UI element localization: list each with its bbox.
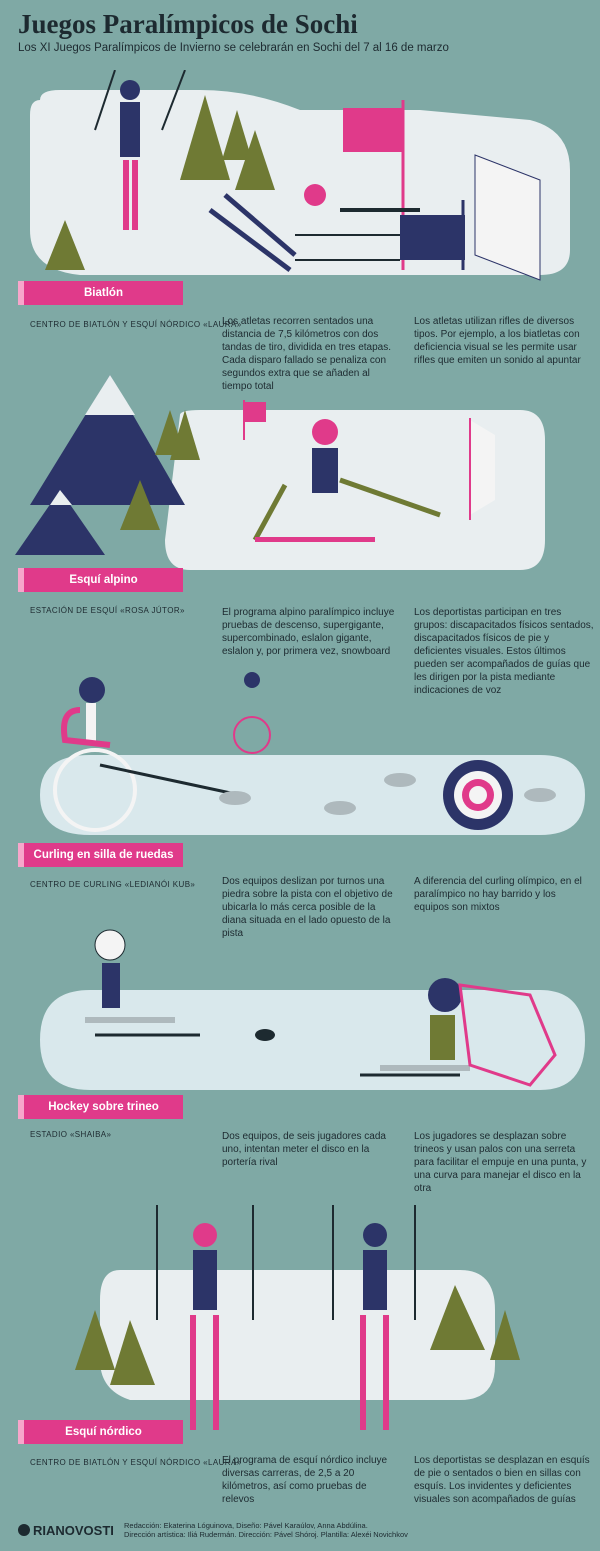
venue-wheelchair-curling: Centro de curling «Ledianói Kub» xyxy=(30,880,196,889)
page-title: Juegos Paralímpicos de Sochi xyxy=(18,9,358,39)
section-label-alpine-skiing: Esquí alpino xyxy=(18,568,183,592)
venue-biathlon: Centro de biatlón y esquí nórdico «Laura… xyxy=(30,320,242,329)
page-subtitle: Los XI Juegos Paralímpicos de Invierno s… xyxy=(18,42,449,54)
section-wheelchair-curling: Curling en silla de ruedas Centro de cur… xyxy=(0,665,600,965)
text-cross-country-skiing-1: El programa de esquí nórdico incluye div… xyxy=(222,1455,388,1505)
text-alpine-skiing-1: El programa alpino paralímpico incluye p… xyxy=(222,607,395,657)
section-label-biathlon: Biatlón xyxy=(18,281,183,305)
section-alpine-skiing: Esquí alpino Estación de esquí «Rosa Jút… xyxy=(0,370,600,696)
section-sledge-hockey: Hockey sobre trineo Estadio «Shaiba» Dos… xyxy=(0,925,600,1225)
venue-cross-country-skiing: Centro de biatlón y esquí nórdico «Laura… xyxy=(30,1458,242,1467)
section-cross-country-skiing: Esquí nórdico Centro de biatlón y esquí … xyxy=(0,1200,600,1510)
section-label-cross-country-skiing: Esquí nórdico xyxy=(18,1420,183,1444)
biathlon-illustration xyxy=(30,70,570,281)
section-label-sledge-hockey: Hockey sobre trineo xyxy=(18,1095,183,1119)
section-biathlon: Biatlón Centro de biatlón y esquí nórdic… xyxy=(0,70,600,392)
text-sledge-hockey-2: Los jugadores se desplazan sobre trineos… xyxy=(414,1131,587,1194)
text-alpine-skiing-2: Los deportistas participan en tres grupo… xyxy=(414,607,594,696)
cross-country-illustration xyxy=(75,1205,520,1430)
logo-icon xyxy=(18,1524,30,1536)
curling-illustration xyxy=(40,672,585,835)
text-cross-country-skiing-2: Los deportistas se desplazan en esquís d… xyxy=(414,1455,590,1505)
footer: RIANOVOSTI Redacción: Ekaterina Lóguinov… xyxy=(18,1515,588,1545)
text-wheelchair-curling-2: A diferencia del curling olímpico, en el… xyxy=(414,876,582,913)
sledge-hockey-illustration xyxy=(40,929,585,1090)
credits: Redacción: Ekaterina Lóguinova, Diseño: … xyxy=(124,1521,408,1539)
text-biathlon-2: Los atletas utilizan rifles de diversos … xyxy=(414,316,581,366)
credits-line-2: Dirección artística: Iliá Rudermán. Dire… xyxy=(124,1530,408,1539)
text-sledge-hockey-1: Dos equipos, de seis jugadores cada uno,… xyxy=(222,1131,386,1168)
ria-novosti-logo: RIANOVOSTI xyxy=(18,1523,114,1538)
credits-line-1: Redacción: Ekaterina Lóguinova, Diseño: … xyxy=(124,1521,368,1530)
header: Juegos Paralímpicos de Sochi Los XI Jueg… xyxy=(18,8,588,54)
alpine-skiing-illustration xyxy=(15,375,545,570)
venue-sledge-hockey: Estadio «Shaiba» xyxy=(30,1130,112,1139)
venue-alpine-skiing: Estación de esquí «Rosa Jútor» xyxy=(30,606,185,615)
text-biathlon-1: Los atletas recorren sentados una distan… xyxy=(222,316,391,392)
text-wheelchair-curling-1: Dos equipos deslizan por turnos una pied… xyxy=(222,876,393,939)
section-label-wheelchair-curling: Curling en silla de ruedas xyxy=(18,843,183,867)
